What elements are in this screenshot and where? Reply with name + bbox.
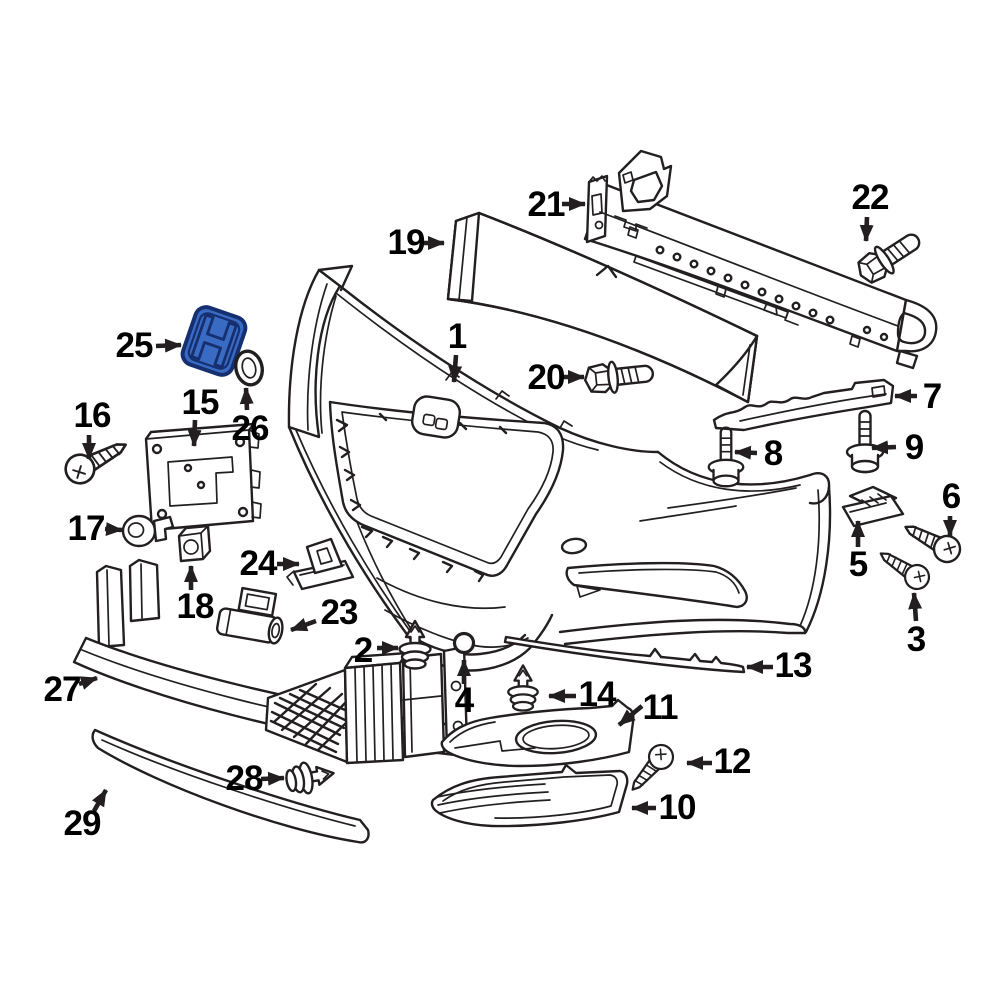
callout-label-27-lower-deflector: 27 [43, 670, 82, 709]
callout-label-28-push-clip: 28 [225, 759, 264, 798]
callout-label-4-grommet: 4 [454, 681, 474, 720]
callout-arrow-17 [104, 522, 123, 537]
callout-arrow-26 [239, 387, 254, 411]
callout-arrow-3 [908, 592, 923, 622]
part-16-screw [64, 443, 127, 485]
callout-label-23-bulb-socket: 23 [320, 593, 359, 632]
callout-arrow-15 [187, 419, 202, 447]
callout-arrow-1 [448, 354, 463, 383]
callout-arrow-25 [155, 338, 182, 353]
part-14-push-clip [507, 664, 539, 712]
part-10-fog-light-garnish-lower [430, 763, 629, 828]
callout-label-6-tapping-screw: 6 [941, 477, 961, 516]
part-23-bulb-socket [215, 586, 284, 645]
part-7-side-spacer [712, 378, 895, 432]
callout-label-13-lower-molding-strip: 13 [774, 646, 813, 685]
callout-arrow-8 [734, 445, 758, 460]
callout-label-22-flange-bolt: 22 [851, 178, 890, 217]
callout-label-7-side-spacer: 7 [922, 377, 942, 416]
callout-label-1-bumper-cover: 1 [447, 317, 467, 356]
callout-label-19-impact-absorber: 19 [387, 223, 426, 262]
part-13-lower-molding-strip [503, 635, 746, 674]
callout-label-18-square-clip: 18 [176, 587, 215, 626]
callout-label-16-tapping-screw: 16 [73, 396, 112, 435]
callout-label-29-front-spoiler-strip: 29 [63, 804, 102, 843]
part-12-screw [631, 743, 675, 791]
part-29-front-spoiler-strip [91, 728, 370, 844]
part-22-flange-bolt [857, 233, 921, 284]
callout-label-8-stud-bolt: 8 [763, 434, 783, 473]
callout-label-20-flange-bolt: 20 [527, 358, 566, 397]
callout-label-24-wedge-clip: 24 [239, 544, 278, 583]
callout-label-10-fog-light-garnish-lower: 10 [658, 788, 697, 827]
callout-arrow-22 [859, 216, 874, 242]
part-18-square-clip [177, 524, 212, 563]
part-15-license-plate-bracket [144, 422, 262, 532]
part-8-stud-bolt [707, 426, 745, 488]
callout-label-17-push-fastener: 17 [67, 509, 106, 548]
callout-arrow-27 [78, 675, 98, 690]
part-26-emblem-grommet [234, 349, 264, 387]
callout-label-21-bumper-reinforcement-beam: 21 [527, 185, 566, 224]
callout-label-12-tapping-screw: 12 [713, 742, 752, 781]
part-25-honda-emblem [180, 305, 248, 377]
callout-label-25-honda-emblem: 25 [115, 326, 154, 365]
part-4-grommet [452, 631, 476, 655]
part-28-push-clip [285, 761, 335, 795]
callout-label-11-fog-light-bezel: 11 [642, 688, 679, 727]
callout-arrow-9 [871, 440, 897, 455]
callout-label-14-push-clip: 14 [578, 675, 617, 714]
callout-arrow-28 [260, 771, 285, 786]
callout-label-15-license-plate-bracket: 15 [181, 383, 220, 422]
callout-label-3-tapping-screw: 3 [906, 620, 926, 659]
part-1-bumper-cover [287, 264, 832, 701]
callout-label-9-stud-bolt: 9 [904, 428, 924, 467]
part-5-corner-clip [841, 485, 905, 528]
part-11-fog-light-bezel [440, 698, 635, 768]
callout-label-26-emblem-grommet: 26 [231, 409, 270, 448]
part-3-screw [879, 552, 931, 591]
part-6-screw [904, 525, 962, 564]
callout-arrow-29 [91, 788, 108, 813]
part-17-push-fastener [121, 514, 175, 548]
callout-arrow-23 [290, 617, 317, 633]
part-2-push-clip [398, 619, 432, 670]
callout-label-5-corner-clip: 5 [848, 545, 868, 584]
part-20-flange-bolt [583, 360, 655, 394]
callout-label-2-push-clip: 2 [353, 631, 373, 670]
callout-arrow-11 [617, 704, 644, 727]
part-19-impact-absorber [446, 211, 759, 404]
part-24-wedge-clip [286, 537, 355, 591]
part-21-bumper-reinforcement-beam [583, 149, 938, 370]
